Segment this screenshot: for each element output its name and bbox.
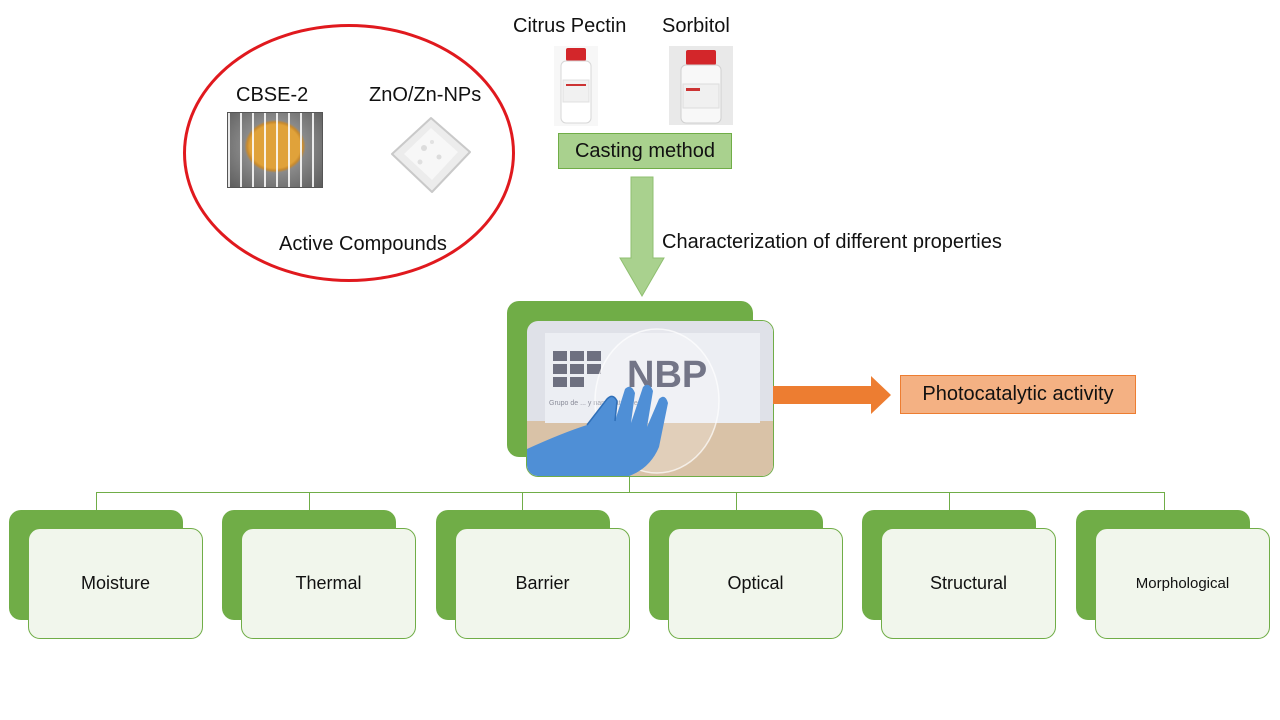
property-box-optical: Optical	[668, 528, 843, 639]
connector-drop	[949, 492, 950, 510]
connector-stem	[629, 477, 630, 493]
sorbitol-bottle-photo	[669, 46, 733, 125]
active-compounds-ellipse	[183, 24, 515, 282]
property-label: Moisture	[80, 573, 151, 593]
property-box-barrier: Barrier	[455, 528, 630, 639]
connector-drop	[309, 492, 310, 510]
property-label: Morphological	[1135, 575, 1230, 592]
property-label: Structural	[929, 573, 1008, 593]
cbse-photo	[227, 112, 323, 188]
property-label: Thermal	[295, 573, 362, 593]
nbp-logo-text: NBP	[627, 354, 707, 396]
film-photo: NBP Grupo de ... y nanomateriales	[526, 320, 774, 477]
active-compounds-label: Active Compounds	[279, 233, 447, 255]
connector-drop	[96, 492, 97, 510]
property-label: Barrier	[515, 573, 570, 593]
sorbitol-label: Sorbitol	[662, 15, 730, 37]
property-box-thermal: Thermal	[241, 528, 416, 639]
property-box-moisture: Moisture	[28, 528, 203, 639]
casting-method-box: Casting method	[558, 133, 732, 169]
zno-label: ZnO/Zn-NPs	[369, 84, 482, 106]
photocatalytic-activity-label: Photocatalytic activity	[922, 383, 1114, 405]
connector-drop	[1164, 492, 1165, 510]
citrus-pectin-label: Citrus Pectin	[513, 15, 627, 37]
connector-drop	[522, 492, 523, 510]
cbse-label: CBSE-2	[236, 84, 309, 106]
right-arrow-icon	[773, 376, 891, 414]
connector-bar	[96, 492, 1165, 493]
property-label: Optical	[727, 573, 784, 593]
characterization-label: Characterization of different properties	[662, 231, 1002, 253]
zno-powder-photo	[384, 112, 478, 196]
connector-drop	[736, 492, 737, 510]
property-box-structural: Structural	[881, 528, 1056, 639]
casting-method-label: Casting method	[574, 139, 716, 162]
down-arrow-icon	[619, 176, 665, 297]
photocatalytic-activity-box: Photocatalytic activity	[900, 375, 1136, 414]
property-box-morphological: Morphological	[1095, 528, 1270, 639]
citrus-pectin-bottle-photo	[554, 46, 598, 126]
